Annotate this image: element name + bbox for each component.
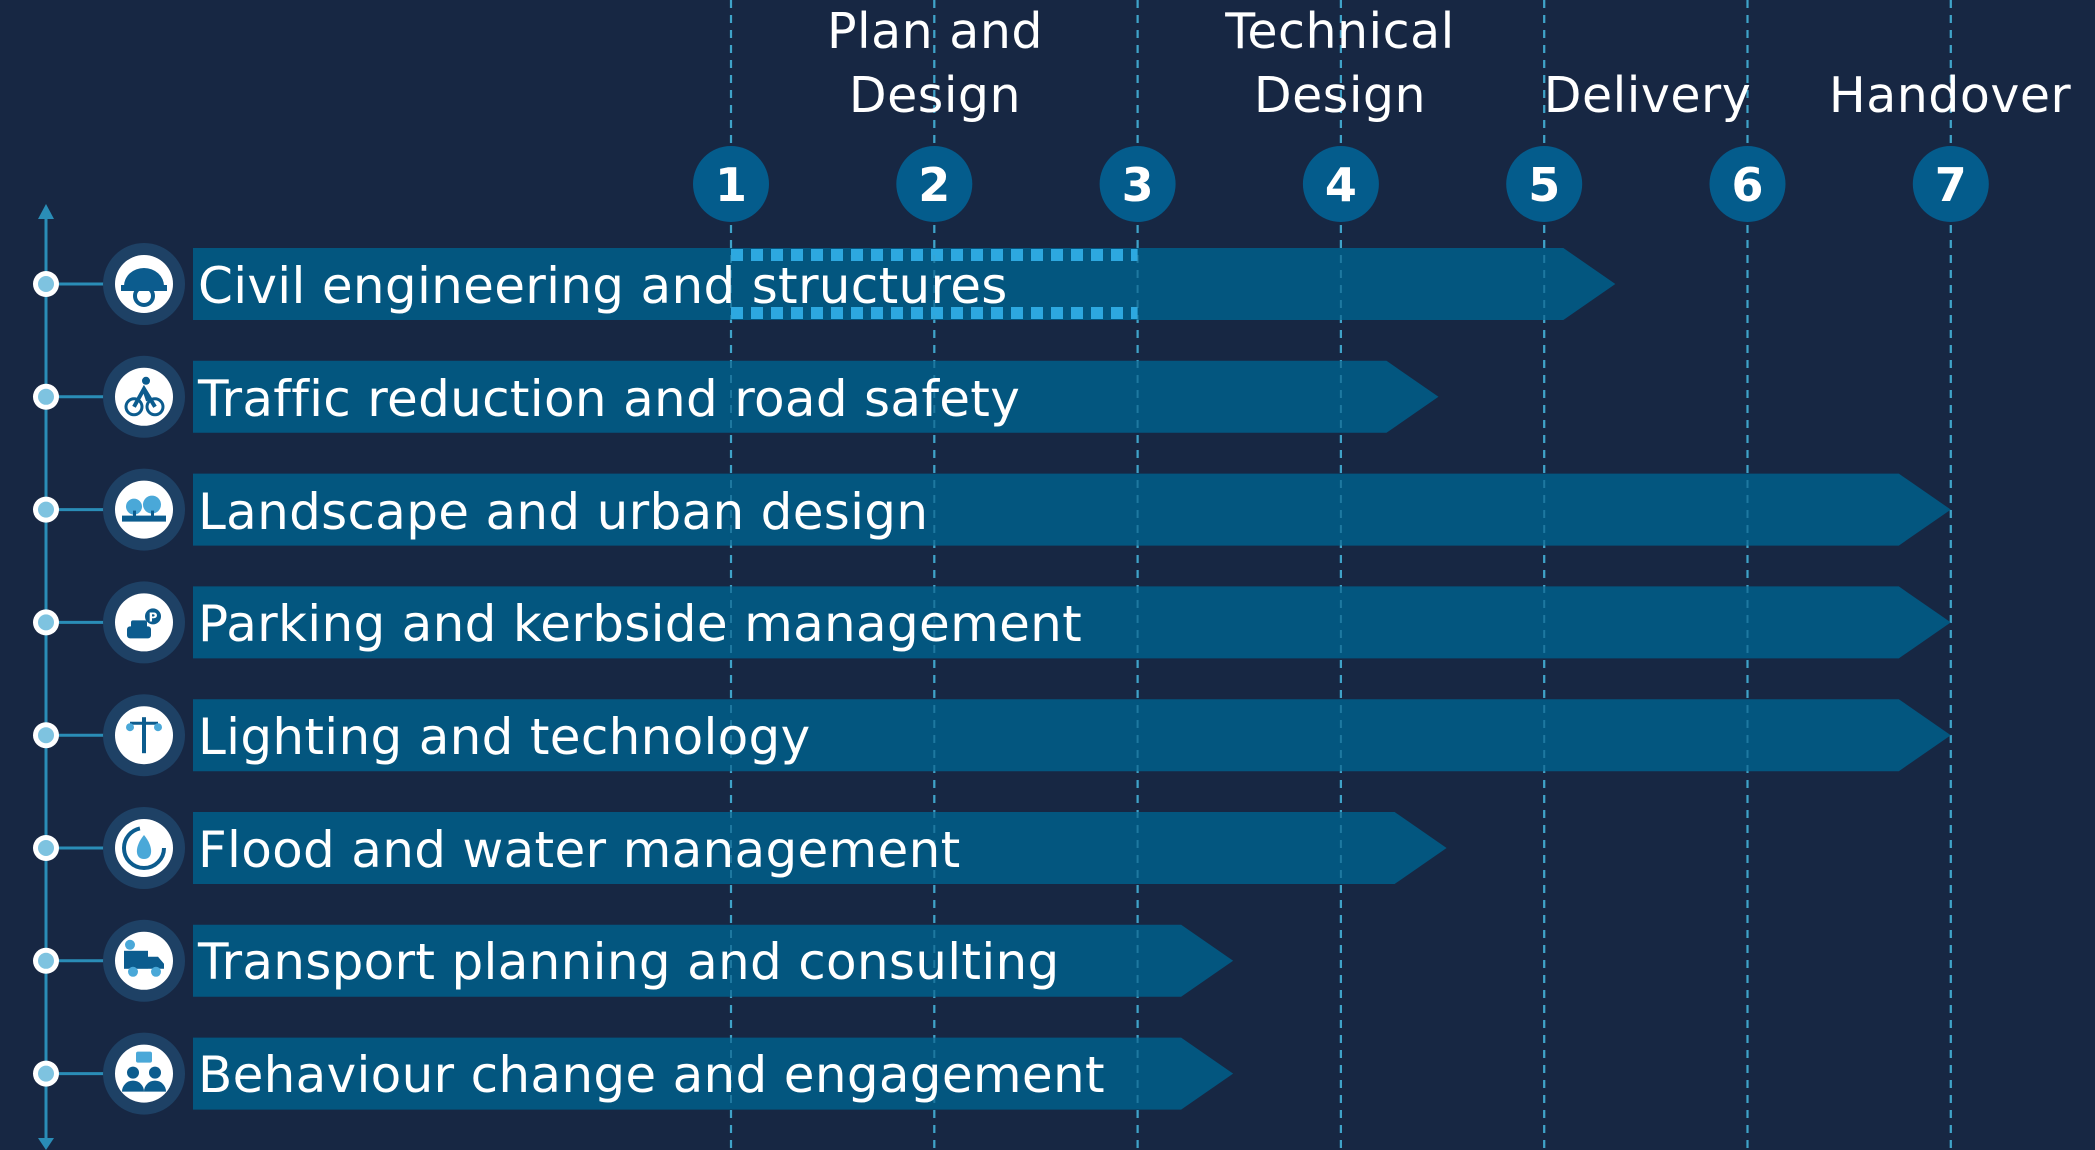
workstream-bar-6: [193, 812, 1447, 884]
stage-number-1: 1: [715, 158, 747, 212]
delivery-truck-icon: [103, 919, 185, 1002]
stage-marker-circle-5: [1506, 146, 1583, 222]
workstream-bar-3: [193, 473, 1951, 546]
phase-label-delivery: Delivery: [1543, 67, 1752, 124]
cyclist-icon: [103, 355, 185, 438]
workstream-bar-7: [193, 924, 1234, 997]
stage-marker-circle-7: [1912, 146, 1989, 222]
workstream-label-behaviour: Behaviour change and engagement: [198, 1046, 1105, 1104]
stage-number-2: 2: [918, 158, 950, 212]
workstream-label-landscape: Landscape and urban design: [198, 483, 929, 541]
stage-number-7: 7: [1935, 158, 1967, 212]
stage-marker-circle-3: [1099, 146, 1176, 222]
stage-marker-circle-6: [1709, 146, 1786, 222]
workstream-bar-5: [193, 699, 1951, 772]
workstream-label-flood: Flood and water management: [198, 821, 961, 879]
axis-node-inner: [38, 840, 54, 856]
stage-markers: 1 2 3 4 5 6 7: [693, 146, 1989, 222]
trees-icon: [103, 468, 185, 551]
svg-text:P: P: [149, 610, 158, 624]
hardhat-gear-icon: [103, 243, 185, 325]
workstream-bar-4: [193, 586, 1951, 659]
workstream-bar-1: [193, 248, 1616, 320]
workstream-label-transport: Transport planning and consulting: [198, 933, 1060, 991]
workstream-label-civil: Civil engineering and structures: [198, 257, 1008, 315]
stage-gridlines: [729, 0, 1952, 1150]
axis-node-inner: [38, 1065, 54, 1082]
water-drop-icon: [103, 807, 185, 889]
axis-node-inner: [38, 727, 54, 744]
axis-node-inner: [38, 501, 54, 518]
phase-label-handover: Handover: [1828, 67, 2072, 124]
stage-number-3: 3: [1122, 158, 1154, 212]
workstream-label-traffic: Traffic reduction and road safety: [198, 370, 1021, 428]
stage-number-6: 6: [1731, 158, 1763, 212]
stage-number-5: 5: [1528, 158, 1560, 212]
stage-number-4: 4: [1325, 158, 1357, 212]
phase-label-technical-design: Technical Design: [1225, 3, 1455, 124]
axis-arrow-down-icon: [38, 1138, 54, 1150]
workstream-bar-8: [193, 1037, 1234, 1110]
axis-node-inner: [38, 276, 54, 292]
axis-node-inner: [38, 614, 54, 631]
workstream-bar-2: [193, 360, 1439, 433]
timeline-axis: [33, 204, 108, 1150]
stage-gridlines-over: [730, 0, 1952, 1150]
street-lamp-icon: [103, 694, 185, 777]
phase-label-plan-design: Plan and Design: [826, 3, 1043, 124]
axis-node-inner: [38, 952, 54, 969]
workstream-label-lighting: Lighting and technology: [198, 708, 811, 766]
axis-node-inner: [38, 388, 54, 405]
stage-highlight-dotted: [731, 249, 1138, 319]
workstream-icons: P: [103, 243, 185, 1115]
stage-marker-circle-1: [693, 146, 769, 222]
workstream-bars: [193, 248, 1951, 1110]
people-discussion-icon: [103, 1032, 185, 1115]
workstream-label-parking: Parking and kerbside management: [198, 595, 1083, 653]
stage-marker-circle-2: [896, 146, 973, 222]
axis-arrow-up-icon: [38, 204, 54, 219]
parking-car-icon: P: [103, 581, 185, 664]
stage-marker-circle-4: [1302, 146, 1379, 222]
